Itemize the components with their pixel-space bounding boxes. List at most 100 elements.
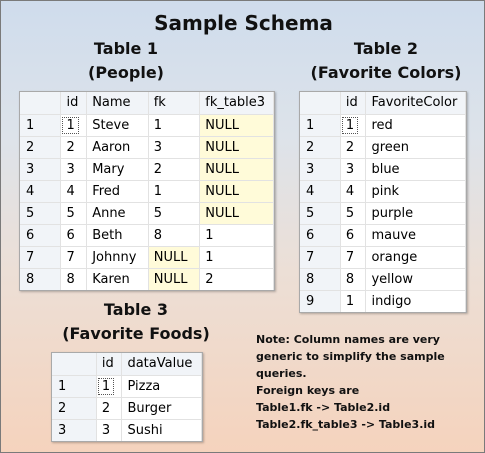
row-number-cell[interactable]: 7	[300, 246, 341, 269]
column-header[interactable]: fk	[148, 92, 201, 115]
row-number-cell[interactable]: 3	[52, 419, 97, 441]
data-cell[interactable]: 1	[340, 114, 367, 137]
data-cell[interactable]: 1	[148, 180, 201, 203]
row-number-cell[interactable]: 2	[52, 397, 97, 420]
data-cell[interactable]: 2	[96, 397, 123, 420]
data-cell[interactable]: yellow	[365, 268, 466, 291]
data-cell[interactable]: Burger	[121, 397, 202, 420]
row-number-cell[interactable]: 1	[300, 114, 341, 137]
row-number-cell[interactable]: 3	[20, 158, 62, 181]
data-cell[interactable]: Mary	[86, 158, 149, 181]
data-cell[interactable]: Fred	[86, 180, 149, 203]
data-cell[interactable]: NULL	[199, 158, 274, 181]
data-cell[interactable]: NULL	[199, 202, 274, 225]
row-number-cell[interactable]: 1	[52, 375, 97, 398]
column-header[interactable]: Name	[86, 92, 149, 115]
data-cell[interactable]: mauve	[365, 224, 466, 247]
data-cell[interactable]: 2	[60, 136, 88, 159]
data-cell[interactable]: 1	[96, 375, 123, 398]
data-cell[interactable]: green	[365, 136, 466, 159]
data-cell[interactable]: 1	[60, 114, 88, 137]
data-cell[interactable]: 3	[340, 158, 367, 181]
data-cell[interactable]: NULL	[148, 246, 201, 269]
data-cell[interactable]: 2	[148, 158, 201, 181]
data-cell[interactable]: NULL	[199, 136, 274, 159]
row-number-header[interactable]	[20, 92, 62, 115]
column-header[interactable]: fk_table3	[199, 92, 274, 115]
data-cell[interactable]: 2	[199, 268, 274, 290]
data-cell[interactable]: Anne	[86, 202, 149, 225]
row-number-cell[interactable]: 8	[20, 268, 62, 290]
row-number-cell[interactable]: 2	[20, 136, 62, 159]
data-cell[interactable]: pink	[365, 180, 466, 203]
row-number-cell[interactable]: 3	[300, 158, 341, 181]
data-cell[interactable]: 3	[96, 419, 123, 441]
row-number-cell[interactable]: 9	[300, 290, 341, 312]
row-number-cell[interactable]: 2	[300, 136, 341, 159]
data-cell[interactable]: Karen	[86, 268, 149, 290]
data-cell[interactable]: 1	[199, 246, 274, 269]
data-cell[interactable]: Pizza	[121, 375, 202, 398]
column-header[interactable]: dataValue	[121, 353, 202, 376]
data-cell[interactable]: orange	[365, 246, 466, 269]
data-cell[interactable]: 5	[340, 202, 367, 225]
row-number-cell[interactable]: 5	[20, 202, 62, 225]
row-number-cell[interactable]: 6	[300, 224, 341, 247]
data-cell[interactable]: 2	[340, 136, 367, 159]
data-cell[interactable]: 5	[148, 202, 201, 225]
data-cell[interactable]: red	[365, 114, 466, 137]
data-cell[interactable]: 7	[340, 246, 367, 269]
row-number-cell[interactable]: 8	[300, 268, 341, 291]
data-cell[interactable]: NULL	[148, 268, 201, 290]
row-number-header[interactable]	[300, 92, 341, 115]
data-cell[interactable]: 6	[60, 224, 88, 247]
data-cell[interactable]: 1	[199, 224, 274, 247]
column-header[interactable]: id	[340, 92, 367, 115]
data-cell[interactable]: 8	[148, 224, 201, 247]
row-number-cell[interactable]: 7	[20, 246, 62, 269]
data-cell[interactable]: 8	[60, 268, 88, 290]
data-cell[interactable]: Sushi	[121, 419, 202, 441]
data-cell[interactable]: 3	[148, 136, 201, 159]
column-header[interactable]: FavoriteColor	[365, 92, 466, 115]
data-cell[interactable]: 6	[340, 224, 367, 247]
data-cell[interactable]: indigo	[365, 290, 466, 312]
data-cell[interactable]: NULL	[199, 114, 274, 137]
data-cell[interactable]: Johnny	[86, 246, 149, 269]
data-cell[interactable]: 3	[60, 158, 88, 181]
data-cell[interactable]: NULL	[199, 180, 274, 203]
row-number-cell[interactable]: 6	[20, 224, 62, 247]
data-cell[interactable]: 1	[340, 290, 367, 312]
column-header[interactable]: id	[60, 92, 88, 115]
column-header[interactable]: id	[96, 353, 123, 376]
data-cell[interactable]: purple	[365, 202, 466, 225]
data-cell[interactable]: 4	[60, 180, 88, 203]
data-cell[interactable]: Steve	[86, 114, 149, 137]
data-cell[interactable]: Beth	[86, 224, 149, 247]
row-number-cell[interactable]: 1	[20, 114, 62, 137]
data-cell[interactable]: 4	[340, 180, 367, 203]
data-cell[interactable]: blue	[365, 158, 466, 181]
row-number-header[interactable]	[52, 353, 97, 376]
row-number-cell[interactable]: 4	[300, 180, 341, 203]
